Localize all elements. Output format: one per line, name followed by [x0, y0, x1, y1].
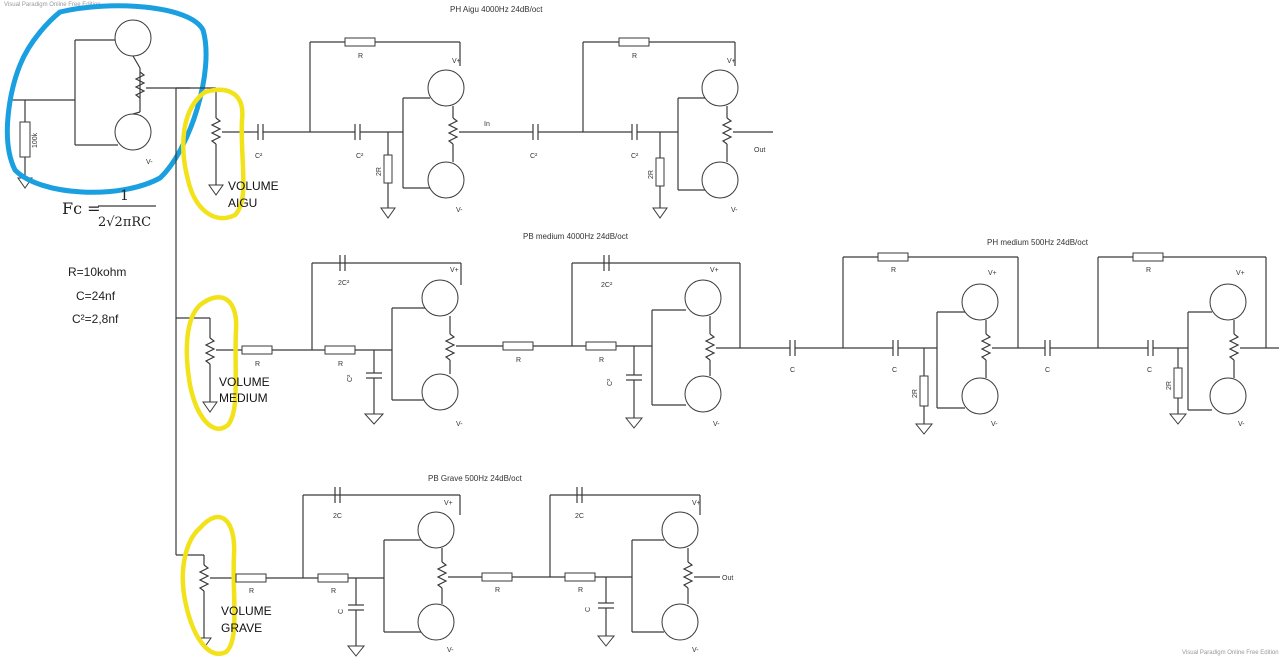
- label-vplus-m2: V+: [710, 267, 719, 274]
- label-r-m2: R: [516, 357, 521, 364]
- label-r-a1: R: [358, 53, 363, 60]
- row-pb-grave: R R 2C C V+ V- R R 2C: [235, 487, 733, 657]
- volume-aigu-line2: AIGU: [228, 196, 257, 210]
- label-c2-a3: C²: [631, 153, 639, 160]
- title-ph-medium: PH medium 500Hz 24dB/oct: [987, 238, 1089, 247]
- label-vplus-p2: V+: [1236, 270, 1245, 277]
- label-2c-g1: 2C: [333, 513, 342, 520]
- label-vminus-m2: V-: [713, 421, 720, 428]
- label-2c-g2: 2C: [575, 513, 584, 520]
- label-vplus-g1: V+: [444, 500, 453, 507]
- blue-annotation-circle: [4, 3, 209, 195]
- label-r-g3: R: [578, 587, 583, 594]
- label-c2-m1: C²: [347, 374, 354, 382]
- label-c-p3: C: [1147, 367, 1152, 374]
- volume-aigu: VOLUME AIGU: [181, 87, 279, 221]
- label-r-g2: R: [495, 587, 500, 594]
- label-r-m0: R: [255, 361, 260, 368]
- label-2r-a1: 2R: [376, 167, 383, 176]
- label-2r-p1: 2R: [912, 389, 919, 398]
- label-c2-in: C²: [255, 153, 263, 160]
- resistor-100k: [19, 121, 31, 158]
- resistor-zigzag: [134, 71, 146, 99]
- label-vminus-m1: V-: [456, 421, 463, 428]
- input-buffer: 100k V-: [4, 3, 209, 195]
- volume-medium-line2: MEDIUM: [219, 391, 268, 405]
- label-vplus-a1: V+: [452, 58, 461, 65]
- label-c-g2: C: [585, 607, 592, 612]
- label-vminus-p2: V-: [1238, 421, 1245, 428]
- formula-denominator: 2√2πRC: [98, 215, 151, 230]
- volume-aigu-line1: VOLUME: [228, 179, 279, 193]
- label-vminus-g1: V-: [447, 647, 454, 654]
- yellow-annotation-grave: [180, 514, 237, 656]
- label-vminus-a1: V-: [456, 207, 463, 214]
- label-2r-a2: 2R: [648, 170, 655, 179]
- formula-numerator: 1: [120, 188, 129, 204]
- label-2r-p2: 2R: [1166, 381, 1173, 390]
- label-c-p2: C: [1045, 367, 1050, 374]
- label-2c2-m1: 2C²: [338, 280, 350, 287]
- label-c-p0: C: [790, 367, 795, 374]
- label-2c2-m2: 2C²: [601, 282, 613, 289]
- volume-grave-line2: GRAVE: [221, 621, 262, 635]
- row-pb-medium: R R 2C² C² V+ V- R R 2C²: [241, 255, 790, 429]
- label-vplus-m1: V+: [450, 267, 459, 274]
- volume-grave: VOLUME GRAVE: [180, 514, 272, 656]
- watermark-bottom: Visual Paradigm Online Free Edition: [1182, 650, 1279, 656]
- label-c-g1: C: [338, 609, 345, 614]
- c2-value: C²=2,8nf: [72, 312, 119, 326]
- label-out-aigu: Out: [754, 147, 765, 154]
- formula-lhs: Fc =: [62, 199, 101, 218]
- c-value: C=24nf: [76, 289, 116, 303]
- label-r-m3: R: [599, 357, 604, 364]
- label-r-m1: R: [338, 361, 343, 368]
- label-r-p2: R: [1146, 267, 1151, 274]
- title-pb-medium: PB medium 4000Hz 24dB/oct: [523, 232, 629, 241]
- row-ph-medium: C R C 2R V+ V- C R C: [789, 252, 1279, 435]
- label-vplus-g2: V+: [692, 500, 701, 507]
- label-r-g0: R: [249, 588, 254, 595]
- transistor-q2: [114, 113, 152, 151]
- label-c2-m2: C²: [607, 378, 614, 386]
- label-vminus-a2: V-: [731, 207, 738, 214]
- label-100k: 100k: [32, 132, 39, 148]
- title-pb-grave: PB Grave 500Hz 24dB/oct: [428, 474, 523, 483]
- title-ph-aigu: PH Aigu 4000Hz 24dB/oct: [450, 5, 543, 14]
- watermark-top: Visual Paradigm Online Free Edition: [4, 2, 101, 8]
- yellow-annotation-aigu: [181, 87, 246, 221]
- label-in: In: [484, 121, 490, 128]
- notes: Fc = 1 2√2πRC R=10kohm C=24nf C²=2,8nf: [62, 188, 156, 326]
- yellow-annotation-medium: [184, 295, 239, 431]
- label-vminus-buffer: V-: [146, 159, 153, 166]
- volume-medium: VOLUME MEDIUM: [184, 295, 270, 431]
- label-r-a2: R: [632, 53, 637, 60]
- label-vplus-p1: V+: [988, 270, 997, 277]
- label-c-p1: C: [892, 367, 897, 374]
- volume-medium-line1: VOLUME: [219, 375, 270, 389]
- label-vminus-g2: V-: [692, 647, 699, 654]
- volume-grave-line1: VOLUME: [221, 604, 272, 618]
- label-r-p1: R: [891, 267, 896, 274]
- transistor-q1: [114, 19, 152, 57]
- label-r-g1: R: [331, 588, 336, 595]
- label-out-grave: Out: [722, 575, 733, 582]
- r-value: R=10kohm: [68, 265, 126, 279]
- row-aigu: C² R C² 2R V+ V- In C² R: [252, 37, 773, 219]
- label-vplus-a2: V+: [727, 58, 736, 65]
- label-c2-a2: C²: [530, 153, 538, 160]
- label-c2-a1: C²: [356, 153, 364, 160]
- label-vminus-p1: V-: [991, 421, 998, 428]
